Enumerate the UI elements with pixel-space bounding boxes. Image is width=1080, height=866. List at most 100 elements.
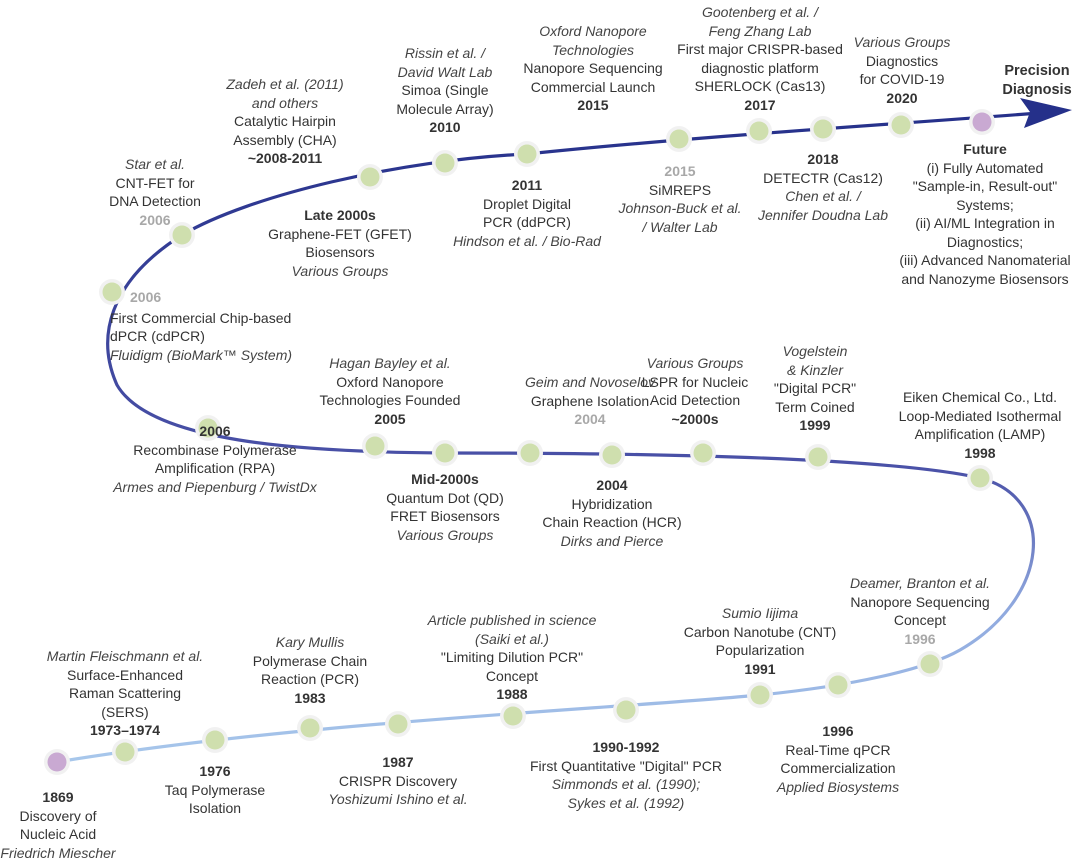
- event-author: David Walt Lab: [397, 63, 493, 80]
- event-year: 2004: [574, 411, 606, 427]
- event-author: Sumio Iijima: [721, 605, 799, 621]
- event-author: Various Groups: [646, 355, 744, 371]
- event-author: Various Groups: [396, 526, 494, 543]
- event-author: & Kinzler: [786, 361, 844, 378]
- event-title: Systems;: [956, 196, 1014, 213]
- event-title: DNA Detection: [109, 193, 201, 209]
- event-title: Surface-Enhanced: [67, 666, 183, 683]
- event-title: Concept: [485, 667, 539, 684]
- timeline-node: [172, 225, 192, 245]
- timeline-node: [828, 675, 848, 695]
- event-e1988: Article published in science(Saiki et al…: [428, 611, 597, 704]
- event-author: Oxford Nanopore: [539, 23, 647, 39]
- event-title: "Digital PCR": [773, 380, 857, 396]
- event-year: 1990-1992: [592, 739, 660, 755]
- event-author: Vogelstein: [782, 343, 848, 359]
- timeline-node: [749, 121, 769, 141]
- event-year: 2005: [374, 410, 406, 427]
- event-title: Graphene Isolation: [530, 392, 650, 409]
- event-year: 1983: [294, 689, 326, 706]
- event-title: Amplification (LAMP): [914, 426, 1046, 442]
- event-year: Future: [963, 141, 1007, 157]
- timeline-node: [602, 445, 622, 465]
- event-title: PCR (ddPCR): [483, 214, 571, 230]
- timeline-node: [503, 706, 523, 726]
- event-author: Various Groups: [853, 34, 951, 50]
- event-author: and others: [251, 94, 319, 111]
- event-year: ~2008-2011: [247, 150, 323, 166]
- event-title: SiMREPS: [648, 181, 712, 198]
- event-author: / Walter Lab: [642, 218, 718, 235]
- event-title: Reaction (PCR): [260, 671, 360, 687]
- event-author: Fluidigm (BioMark™ System): [110, 346, 293, 363]
- event-year: Mid-2000s: [411, 471, 479, 487]
- event-title: SHERLOCK (Cas13): [694, 78, 826, 94]
- timeline-node: [388, 714, 408, 734]
- end-label: Precision Diagnosis: [997, 62, 1077, 99]
- event-year: 2006: [199, 423, 231, 439]
- event-author: Applied Biosystems: [776, 778, 900, 795]
- event-author: Rissin et al. /: [404, 45, 486, 61]
- event-year: 1988: [496, 686, 528, 702]
- event-title: First Quantitative "Digital" PCR: [530, 757, 722, 774]
- timeline-node: [300, 718, 320, 738]
- event-author: Technologies: [552, 41, 634, 58]
- event-title: Loop-Mediated Isothermal: [898, 407, 1062, 424]
- event-year: 2015: [664, 163, 696, 179]
- event-title: (iii) Advanced Nanomaterial: [899, 252, 1071, 268]
- event-e1973: Martin Fleischmann et al.Surface-Enhance…: [47, 647, 203, 740]
- event-e1998: Eiken Chemical Co., Ltd.Loop-Mediated Is…: [899, 388, 1062, 462]
- event-author: Star et al.: [125, 156, 185, 172]
- event-title: Chain Reaction (HCR): [542, 514, 682, 530]
- event-title: DETECTR (Cas12): [763, 169, 883, 186]
- event-author: Feng Zhang Lab: [708, 22, 812, 39]
- event-title: Catalytic Hairpin: [234, 113, 336, 129]
- event-title: and Nanozyme Biosensors: [901, 270, 1069, 287]
- timeline-node: [920, 654, 940, 674]
- event-author: Various Groups: [291, 262, 389, 279]
- event-title: Concept: [893, 612, 947, 628]
- event-author: Dirks and Pierce: [560, 532, 664, 549]
- event-title: Polymerase Chain: [252, 652, 368, 669]
- event-title: for COVID-19: [859, 71, 945, 87]
- event-title: Diagnostics: [865, 52, 939, 69]
- event-author: Geim and Novoselov: [525, 374, 655, 390]
- event-author: Johnson-Buck et al.: [618, 200, 742, 216]
- timeline-node: [435, 443, 455, 463]
- timeline-node: [520, 443, 540, 463]
- event-e1996b: Deamer, Branton et al.Nanopore Sequencin…: [850, 574, 990, 648]
- event-efuture: Future(i) Fully Automated"Sample-in, Res…: [899, 140, 1070, 288]
- event-year: 1987: [382, 754, 414, 770]
- event-title: Raman Scattering: [68, 685, 182, 701]
- event-author: Jennifer Doudna Lab: [758, 206, 888, 223]
- event-author: Sykes et al. (1992): [567, 794, 685, 811]
- timeline-node: [808, 447, 828, 467]
- event-title: Isolation: [188, 800, 242, 816]
- event-year: 1869: [42, 789, 74, 805]
- event-year: 2011: [511, 177, 543, 193]
- timeline-node: [102, 282, 122, 302]
- timeline-node: [205, 730, 225, 750]
- event-title: Molecule Array): [396, 100, 494, 117]
- event-author: Simmonds et al. (1990);: [551, 776, 701, 792]
- event-title: Assembly (CHA): [233, 131, 337, 148]
- event-author: Kary Mullis: [275, 634, 345, 650]
- event-title: Nanopore Sequencing: [850, 593, 990, 610]
- event-title: "Limiting Dilution PCR": [440, 649, 584, 665]
- event-year: 2006: [139, 211, 171, 228]
- event-title: Acid Detection: [649, 392, 741, 408]
